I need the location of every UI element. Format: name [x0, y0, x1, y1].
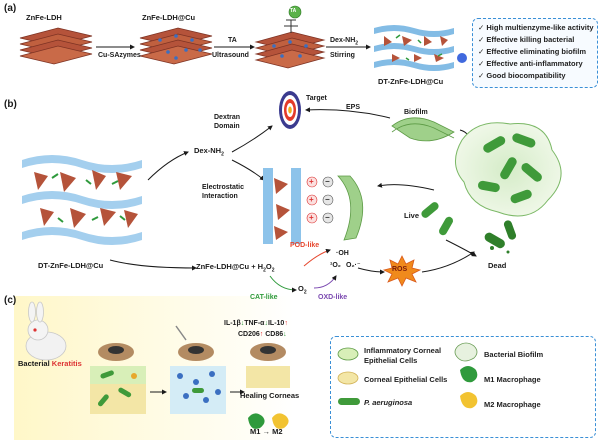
o2-label: O2	[298, 284, 307, 296]
electrostatic-label-1: Electrostatic	[202, 184, 245, 191]
rabbit-icon	[25, 301, 67, 361]
material-label: DT-ZnFe-LDH@Cu	[38, 261, 104, 270]
ros-label: ROS	[392, 266, 408, 273]
legend-m2: M2 Macrophage	[484, 400, 541, 409]
m1-m2-label: M1 → M2	[250, 427, 283, 436]
cytokine-markers: IL-1β↓TNF-α↓IL-10↑	[224, 320, 288, 327]
ldh-ta-stack	[254, 5, 326, 69]
biofilm-cluster	[455, 122, 562, 217]
live-label: Live	[404, 211, 420, 220]
macrophage-icons	[248, 413, 289, 429]
ldh-cu-stack	[139, 27, 213, 65]
biofilm-small	[391, 117, 455, 142]
legend-m1: M1 Macrophage	[484, 375, 541, 384]
dextran-label-2: Domain	[214, 123, 240, 130]
cornea-treated	[170, 325, 226, 414]
dextran-label-1: Dextran	[214, 114, 241, 121]
target-label: Target	[306, 95, 327, 102]
healing-corneas-label: Healing Corneas	[240, 391, 300, 400]
feature-4: ✓ Effective anti-inflammatory	[478, 59, 583, 68]
cornea-infected	[90, 343, 146, 414]
biofilm-label: Biofilm	[404, 109, 428, 116]
arrow2-bottom-label: Ultrasound	[212, 52, 249, 59]
dead-label: Dead	[488, 261, 507, 270]
minus-1: −	[325, 177, 330, 186]
feature-1: ✓ High multienzyme-like activity	[478, 23, 594, 32]
cat-label: CAT-like	[250, 294, 278, 301]
dex-nh2-label: Dex-NH2	[194, 146, 224, 158]
cornea-healed	[246, 343, 290, 388]
dt-material-b	[22, 155, 142, 245]
singlet-oxygen-label: ¹O₂	[330, 262, 341, 269]
oh-label: ·OH	[336, 250, 349, 257]
target-icon	[279, 91, 301, 129]
electrostatic-interaction	[263, 168, 364, 244]
plus-3: +	[309, 213, 314, 222]
panel-c-label: (c)	[4, 295, 17, 306]
legend-inflammatory-1: Inflammatory Corneal	[364, 346, 442, 355]
arrow1-label: Cu-SAzymes	[98, 52, 141, 59]
superoxide-label: O₂·⁻	[346, 262, 361, 269]
legend-box	[330, 336, 596, 438]
eps-label: EPS	[346, 104, 361, 111]
panel-b-label: (b)	[4, 99, 17, 110]
legend-epithelial: Corneal Epithelial Cells	[364, 375, 448, 384]
minus-3: −	[325, 213, 330, 222]
feature-2: ✓ Effective killing bacterial	[478, 35, 575, 44]
ta-badge-label: TA	[290, 8, 297, 14]
plus-1: +	[309, 177, 314, 186]
minus-2: −	[325, 195, 330, 204]
product-label: DT-ZnFe-LDH@Cu	[378, 77, 444, 86]
features-box	[472, 18, 598, 88]
arrow3-bottom-label: Stirring	[330, 52, 355, 59]
legend-aeruginosa: P. aeruginosa	[364, 398, 413, 407]
electrostatic-label-2: Interaction	[202, 193, 238, 200]
legend-biofilm: Bacterial Biofilm	[484, 350, 544, 359]
ta-badge	[288, 5, 302, 19]
feature-3: ✓ Effective eliminating biofilm	[478, 47, 586, 56]
live-bacteria	[421, 202, 453, 236]
ros-burst	[382, 255, 422, 287]
plus-2: +	[309, 195, 314, 204]
pod-label: POD-like	[290, 242, 320, 249]
arrow2-top-label: TA	[228, 37, 237, 44]
panel-a-label: (a)	[4, 3, 17, 14]
ldh-stack	[19, 27, 93, 65]
dead-bacteria	[484, 220, 517, 254]
legend-icons	[337, 342, 478, 409]
step-ldh-cu-label: ZnFe-LDH@Cu	[142, 13, 196, 22]
dt-product	[374, 25, 454, 71]
arrow3-top-label: Dex-NH2	[330, 37, 359, 47]
legend-inflammatory-2: Epithelial Cells	[364, 356, 418, 365]
reaction-label: ZnFe-LDH@Cu + H2O2	[196, 262, 275, 274]
step-ldh-label: ZnFe-LDH	[26, 13, 62, 22]
feature-5: ✓ Good biocompatibility	[478, 71, 566, 80]
oxd-label: OXD-like	[318, 294, 348, 301]
bacterial-keratitis-label: Bacterial Keratitis	[18, 359, 82, 368]
cd-markers: CD206↑ CD86↓	[238, 331, 287, 338]
